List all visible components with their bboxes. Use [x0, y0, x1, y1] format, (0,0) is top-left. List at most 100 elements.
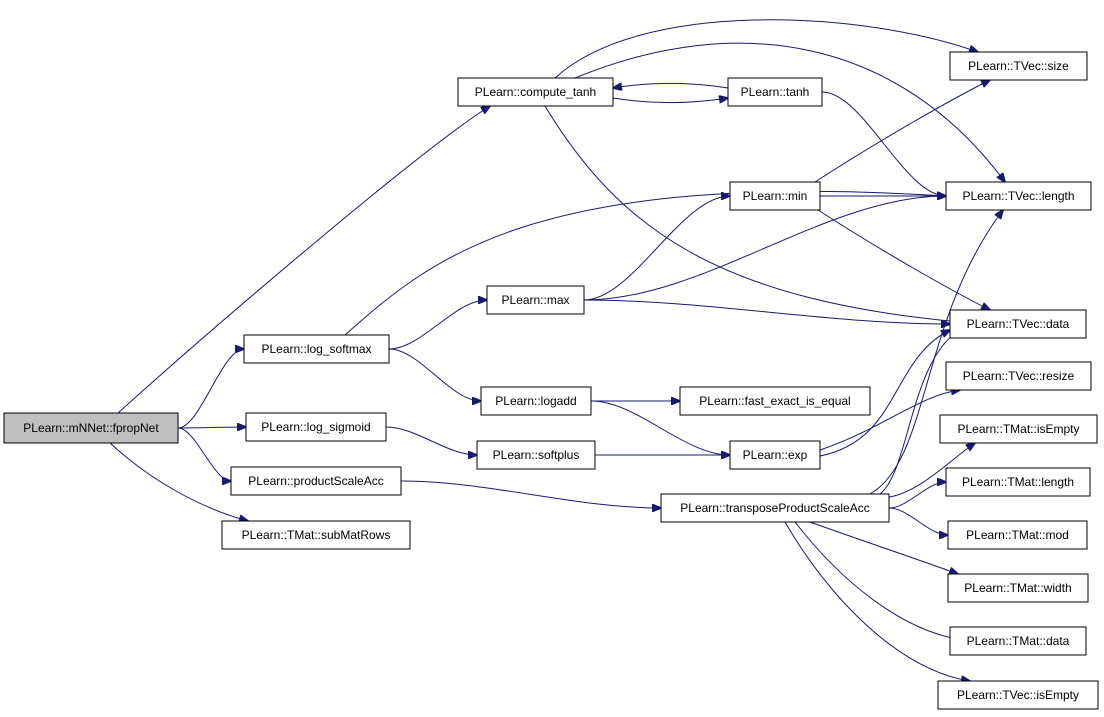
node-label: PLearn::compute_tanh	[475, 85, 596, 99]
node-label: PLearn::exp	[743, 448, 808, 462]
node-label: PLearn::mNNet::fpropNet	[23, 421, 159, 435]
node-exp[interactable]: PLearn::exp	[729, 440, 821, 470]
node-box	[3, 412, 179, 444]
node-subMatRows[interactable]: PLearn::TMat::subMatRows	[221, 520, 411, 550]
node-label: PLearn::tanh	[741, 85, 810, 99]
node-box	[939, 414, 1098, 444]
edge-fpropNet-to-compute_tanh	[117, 106, 490, 414]
node-box	[947, 573, 1089, 603]
edge-log_sigmoid-to-softplus	[385, 426, 477, 455]
node-box	[949, 626, 1087, 656]
edge-fpropNet-to-log_softmax	[177, 349, 244, 429]
node-box	[243, 334, 390, 364]
node-box	[679, 386, 871, 416]
node-box	[945, 181, 1092, 211]
node-box	[230, 466, 402, 496]
node-layer: PLearn::mNNet::fpropNet PLearn::compute_t…	[3, 51, 1099, 710]
node-tmat_mod[interactable]: PLearn::TMat::mod	[947, 520, 1088, 550]
node-tmat_width[interactable]: PLearn::TMat::width	[947, 573, 1089, 603]
node-box	[660, 493, 890, 523]
edge-fpropNet-to-productScaleAcc	[177, 427, 231, 481]
node-label: PLearn::TVec::isEmpty	[957, 688, 1079, 702]
edge-compute_tanh-to-tvec_size	[554, 19, 978, 79]
node-label: PLearn::TVec::resize	[963, 369, 1075, 383]
edge-transposeProductScaleAcc-to-tmat_data	[794, 521, 962, 640]
edge-fpropNet-to-log_sigmoid	[177, 427, 246, 428]
node-label: PLearn::TMat::data	[967, 634, 1070, 648]
edge-log_softmax-to-tvec_length	[344, 190, 946, 336]
node-tmat_isEmpty[interactable]: PLearn::TMat::isEmpty	[939, 414, 1098, 444]
edge-max-to-min	[583, 196, 730, 301]
edge-layer	[109, 19, 1005, 681]
node-box	[937, 680, 1099, 710]
node-label: PLearn::TVec::length	[962, 189, 1074, 203]
node-label: PLearn::max	[501, 293, 569, 307]
node-label: PLearn::transposeProductScaleAcc	[680, 501, 869, 515]
node-box	[476, 440, 596, 470]
edge-transposeProductScaleAcc-to-tmat_isEmpty	[888, 443, 975, 498]
edge-transposeProductScaleAcc-to-tmat_length	[888, 482, 946, 509]
node-label: PLearn::softplus	[493, 448, 580, 462]
node-box	[245, 412, 387, 442]
node-logadd[interactable]: PLearn::logadd	[480, 386, 592, 416]
node-box	[945, 361, 1092, 391]
node-box	[486, 285, 585, 315]
edge-compute_tanh-to-tvec_length	[574, 42, 1005, 182]
node-label: PLearn::log_softmax	[261, 342, 371, 356]
node-min[interactable]: PLearn::min	[729, 181, 821, 211]
edge-transposeProductScaleAcc-to-tvec_isEmpty	[784, 521, 970, 681]
edge-tanh-to-compute_tanh	[613, 84, 729, 89]
node-log_softmax[interactable]: PLearn::log_softmax	[243, 334, 390, 364]
node-box	[729, 440, 821, 470]
node-label: PLearn::productScaleAcc	[248, 474, 383, 488]
node-label: PLearn::TVec::data	[967, 317, 1070, 331]
node-tvec_size[interactable]: PLearn::TVec::size	[949, 51, 1088, 81]
edge-fpropNet-to-subMatRows	[109, 442, 248, 521]
node-label: PLearn::min	[743, 189, 808, 203]
node-label: PLearn::TMat::isEmpty	[957, 422, 1079, 436]
edge-exp-to-tvec_resize	[819, 390, 960, 451]
node-box	[949, 309, 1087, 339]
node-label: PLearn::TMat::mod	[966, 528, 1069, 542]
node-tvec_resize[interactable]: PLearn::TVec::resize	[945, 361, 1092, 391]
edge-tanh-to-tvec_length	[821, 91, 946, 196]
node-fast_exact_is_equal[interactable]: PLearn::fast_exact_is_equal	[679, 386, 871, 416]
edge-min-to-tvec_data	[817, 209, 990, 310]
edge-max-to-tvec_data	[583, 299, 950, 324]
node-transposeProductScaleAcc[interactable]: PLearn::transposeProductScaleAcc	[660, 493, 890, 523]
node-box	[221, 520, 411, 550]
node-tvec_data[interactable]: PLearn::TVec::data	[949, 309, 1087, 339]
node-box	[457, 77, 614, 107]
edge-compute_tanh-to-tvec_data	[544, 105, 960, 322]
edge-transposeProductScaleAcc-to-tmat_mod	[888, 507, 948, 535]
node-box	[949, 51, 1088, 81]
node-max[interactable]: PLearn::max	[486, 285, 585, 315]
edge-min-to-tvec_size	[814, 80, 990, 183]
node-tmat_data[interactable]: PLearn::TMat::data	[949, 626, 1087, 656]
node-productScaleAcc[interactable]: PLearn::productScaleAcc	[230, 466, 402, 496]
node-softplus[interactable]: PLearn::softplus	[476, 440, 596, 470]
node-tvec_length[interactable]: PLearn::TVec::length	[945, 181, 1092, 211]
node-box	[947, 520, 1088, 550]
node-label: PLearn::TMat::width	[964, 581, 1071, 595]
edge-transposeProductScaleAcc-to-tvec_length	[869, 210, 1003, 495]
node-compute_tanh[interactable]: PLearn::compute_tanh	[457, 77, 614, 107]
node-label: PLearn::fast_exact_is_equal	[699, 394, 850, 408]
node-tvec_isEmpty[interactable]: PLearn::TVec::isEmpty	[937, 680, 1099, 710]
edge-compute_tanh-to-tanh	[612, 98, 728, 103]
node-label: PLearn::logadd	[495, 394, 576, 408]
edge-productScaleAcc-to-transposeProductScaleAcc	[400, 480, 661, 508]
edge-log_softmax-to-logadd	[388, 348, 481, 401]
edge-exp-to-tvec_data	[819, 330, 950, 457]
node-log_sigmoid[interactable]: PLearn::log_sigmoid	[245, 412, 387, 442]
edge-log_softmax-to-max	[388, 300, 487, 350]
edge-transposeProductScaleAcc-to-tmat_width	[809, 521, 958, 574]
node-tanh[interactable]: PLearn::tanh	[727, 77, 823, 107]
node-box	[729, 181, 821, 211]
node-tmat_length[interactable]: PLearn::TMat::length	[945, 467, 1091, 497]
node-box	[727, 77, 823, 107]
node-fpropNet[interactable]: PLearn::mNNet::fpropNet	[3, 412, 179, 444]
edge-max-to-tvec_length	[583, 196, 946, 301]
node-box	[480, 386, 592, 416]
